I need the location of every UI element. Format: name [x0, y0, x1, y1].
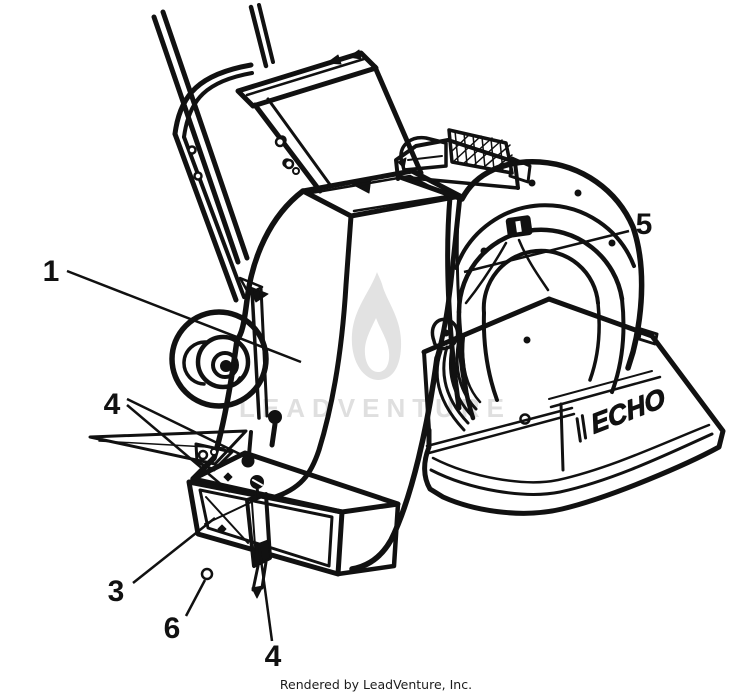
callout-4-bottom[interactable]: 4: [257, 544, 282, 673]
brand-plate-text: ECHO: [588, 381, 668, 439]
carriage-bolt: [268, 410, 282, 448]
interlock-switch-part: [505, 215, 533, 238]
callout-6[interactable]: 6: [164, 567, 214, 645]
chipper-chute: [235, 49, 424, 194]
callout-5-label[interactable]: 5: [636, 208, 653, 241]
callout-4-bottom-leader: [257, 544, 274, 642]
callout-3-leader: [132, 517, 216, 584]
brand-plate: ECHO: [575, 381, 668, 443]
callout-1-leader: [66, 269, 302, 364]
engine: [394, 128, 532, 190]
callout-5[interactable]: 5: [463, 208, 653, 274]
hex-bolt-part: [200, 567, 214, 581]
muffler-crosshatch: [447, 128, 514, 175]
callout-4-bottom-label[interactable]: 4: [265, 640, 282, 673]
callout-6-label[interactable]: 6: [164, 612, 181, 645]
callout-1[interactable]: 1: [43, 255, 302, 364]
callout-4-left-leader-b: [126, 404, 231, 493]
callout-4-left[interactable]: 4: [104, 388, 251, 493]
callout-4-left-label[interactable]: 4: [104, 388, 121, 421]
discharge-chute: [186, 430, 401, 577]
callout-4-left-leader-a: [126, 397, 251, 461]
callout-6-leader: [184, 579, 207, 617]
callout-1-label[interactable]: 1: [43, 255, 60, 288]
attribution-text: Rendered by LeadVenture, Inc.: [280, 677, 472, 692]
handlebar: [151, 3, 292, 303]
callout-3-label[interactable]: 3: [108, 575, 125, 608]
blower-housing: [397, 159, 645, 421]
machine-illustration: ECHO: [88, 3, 726, 599]
callout-5-leader: [463, 229, 630, 274]
callout-3[interactable]: 3: [108, 517, 216, 608]
wheel: [169, 309, 269, 409]
callouts: 1 4 3 6 4 5: [43, 208, 653, 673]
flame-icon: [351, 272, 402, 380]
